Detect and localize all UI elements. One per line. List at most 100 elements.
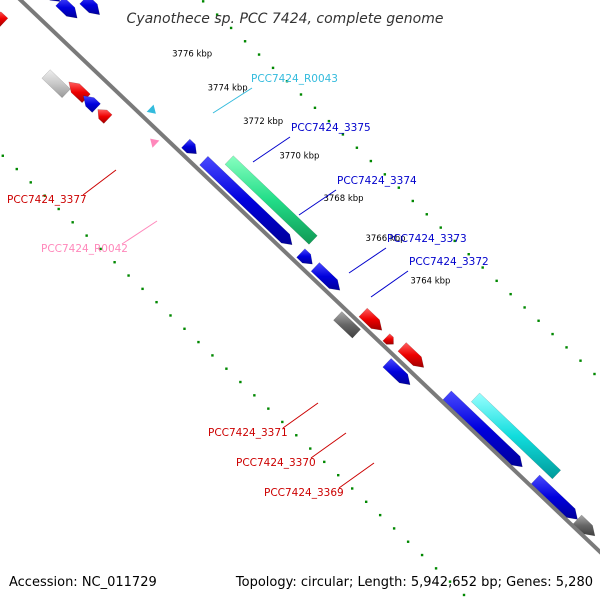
pseudogene-box <box>41 69 71 99</box>
position-dot <box>341 133 345 136</box>
cds-arrow <box>442 390 523 468</box>
position-dot <box>243 40 247 43</box>
gene-label[interactable]: PCC7424_3372 <box>409 256 489 268</box>
position-dot <box>392 527 396 530</box>
gene-label[interactable]: PCC7424_3377 <box>7 194 87 206</box>
position-dot <box>434 567 438 570</box>
position-dot <box>229 26 233 30</box>
gene-label[interactable]: PCC7424_3373 <box>387 233 467 245</box>
gene-label[interactable]: PCC7424_3375 <box>291 122 371 134</box>
position-dot <box>462 593 466 597</box>
position-dot <box>295 434 298 437</box>
cds-arrow <box>49 0 61 2</box>
cds-arrow <box>0 11 9 27</box>
position-dot <box>397 186 401 189</box>
feature-track <box>0 0 596 537</box>
tick-label: 3772 kbp <box>243 117 283 127</box>
cds-arrow <box>310 262 341 291</box>
cds-arrow <box>572 514 596 537</box>
cds-arrow <box>79 0 101 16</box>
gene-label[interactable]: PCC7424_R0042 <box>41 243 128 255</box>
position-dot <box>448 580 452 583</box>
label-leader-line <box>282 402 319 429</box>
position-dot <box>1 154 4 157</box>
position-dot <box>337 473 340 477</box>
position-dot <box>29 181 32 184</box>
gene-label[interactable]: PCC7424_3370 <box>236 457 316 469</box>
highlight-box <box>470 392 562 480</box>
cds-arrow <box>97 109 113 124</box>
position-dot <box>225 367 228 370</box>
position-dot <box>420 553 424 557</box>
position-dot <box>313 106 317 110</box>
label-leader-line <box>121 220 158 245</box>
position-dot <box>406 540 410 543</box>
position-dot <box>425 213 428 216</box>
cds-arrow <box>82 95 101 113</box>
cds-arrow <box>296 248 313 265</box>
position-dot <box>71 221 74 224</box>
position-dot <box>141 287 144 291</box>
tick-label: 3764 kbp <box>410 277 450 287</box>
position-dot <box>257 53 261 56</box>
position-dot <box>43 194 46 197</box>
label-leader-line <box>310 432 347 459</box>
pseudogene-box <box>333 311 361 339</box>
rrna-marker <box>150 138 160 148</box>
cds-arrow <box>530 474 578 520</box>
tick-label: 3768 kbp <box>323 194 363 204</box>
position-dot <box>113 261 116 264</box>
position-dot <box>565 346 568 349</box>
trna-marker <box>146 104 156 114</box>
cds-arrow <box>199 155 293 246</box>
position-dot <box>15 167 18 171</box>
position-dot <box>323 460 326 464</box>
label-leader-line <box>82 169 117 196</box>
position-dot <box>57 207 60 211</box>
position-dot <box>271 66 275 70</box>
position-dot <box>593 372 596 376</box>
position-dot <box>267 407 270 410</box>
tick-track: 3776 kbp 3774 kbp 3772 kbp 3770 kbp 3768 kbp… <box>172 50 450 287</box>
gene-label[interactable]: PCC7424_R0043 <box>251 73 338 85</box>
position-dot <box>411 199 414 203</box>
gene-label[interactable]: PCC7424_3374 <box>337 175 417 187</box>
label-leader-line <box>338 462 375 489</box>
position-dot <box>155 300 158 304</box>
cds-arrow <box>397 342 425 368</box>
gene-label[interactable]: PCC7424_3369 <box>264 487 344 499</box>
position-dot <box>509 292 512 296</box>
position-dot <box>197 340 200 344</box>
tick-label: 3776 kbp <box>172 50 212 60</box>
position-dot <box>281 420 284 424</box>
position-dot <box>253 394 256 397</box>
position-dot <box>285 79 289 83</box>
position-dot <box>239 380 242 384</box>
position-dot <box>309 447 312 450</box>
position-dot <box>579 359 582 362</box>
tick-label: 3770 kbp <box>279 152 319 162</box>
map-title: Cyanothece sp. PCC 7424, complete genome <box>127 11 444 27</box>
position-dot <box>355 146 359 149</box>
gene-label[interactable]: PCC7424_3371 <box>208 427 288 439</box>
position-dot <box>378 513 382 517</box>
cds-arrow <box>382 358 411 386</box>
position-dot <box>537 319 540 322</box>
label-leader-line <box>298 189 337 216</box>
accession-text: Accession: NC_011729 <box>9 575 157 590</box>
position-dot <box>127 274 130 277</box>
position-dot <box>523 306 526 309</box>
tick-label: 3774 kbp <box>208 83 248 93</box>
label-leader-line <box>252 136 291 163</box>
label-leader-line <box>370 270 409 298</box>
cds-arrow <box>181 138 197 155</box>
cds-arrow <box>382 333 394 345</box>
position-dot <box>383 173 387 176</box>
position-dot <box>481 266 484 269</box>
position-dot <box>551 332 554 336</box>
genome-summary-text: Topology: circular; Length: 5,942,652 bp… <box>235 575 593 590</box>
cds-arrow <box>55 0 78 19</box>
position-dot <box>364 500 368 504</box>
position-dot <box>169 314 172 317</box>
